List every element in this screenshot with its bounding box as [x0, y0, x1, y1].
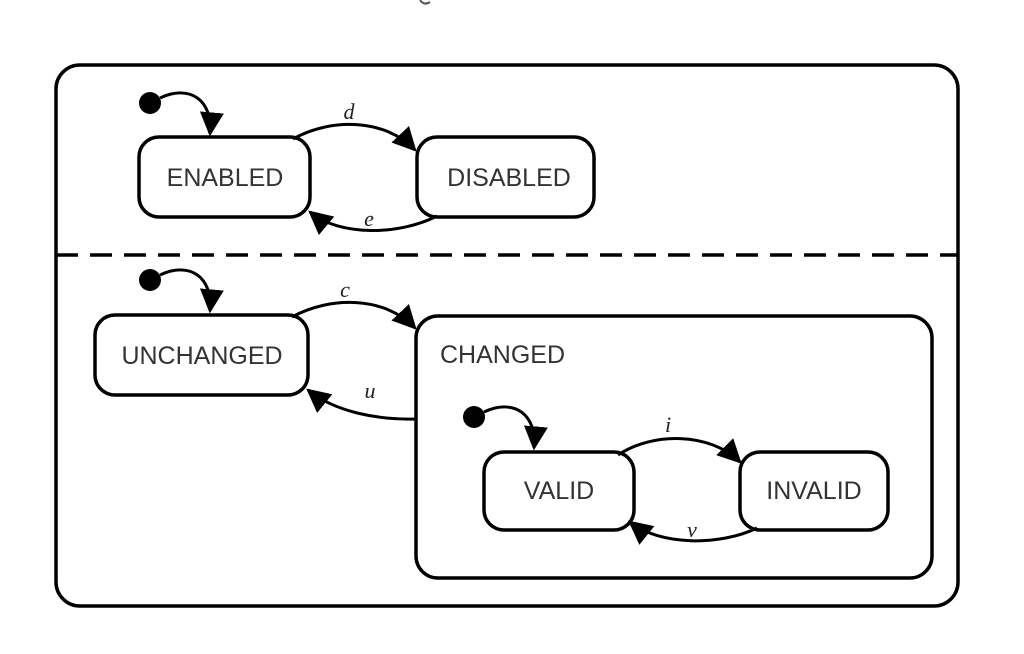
initial-pseudostate-enabled [139, 92, 161, 114]
initial-pseudostate-valid [463, 406, 485, 428]
transition-i-arrow [617, 437, 742, 464]
transition-d-label: d [344, 99, 356, 124]
transition-u-arrow [306, 388, 416, 421]
transition-v-arrow [628, 520, 758, 545]
state-disabled-label: DISABLED [447, 164, 571, 192]
state-disabled: DISABLED [415, 135, 596, 219]
state-unchanged: UNCHANGED [93, 313, 310, 397]
initial-arrow-unchanged [159, 268, 224, 314]
state-enabled: ENABLED [137, 135, 312, 219]
state-valid-label: VALID [524, 477, 594, 505]
transition-c-label: c [340, 277, 350, 302]
transition-e-label: e [364, 206, 374, 231]
transition-u-label: u [365, 378, 376, 403]
transition-v-label: v [687, 517, 697, 542]
state-enabled-label: ENABLED [167, 164, 284, 192]
transition-d-arrow [292, 122, 417, 152]
state-invalid: INVALID [738, 450, 890, 532]
state-unchanged-label: UNCHANGED [121, 342, 282, 370]
state-changed-label: CHANGED [440, 341, 565, 369]
initial-pseudostate-unchanged [139, 269, 161, 291]
state-invalid-label: INVALID [766, 477, 861, 505]
transition-e-arrow [308, 210, 438, 236]
state-valid: VALID [482, 450, 636, 532]
initial-arrow-enabled [159, 91, 224, 137]
transition-c-arrow [291, 300, 417, 330]
initial-arrow-valid [483, 405, 548, 451]
transition-i-label: i [665, 412, 671, 437]
cropped-title-fragment [419, 0, 431, 5]
